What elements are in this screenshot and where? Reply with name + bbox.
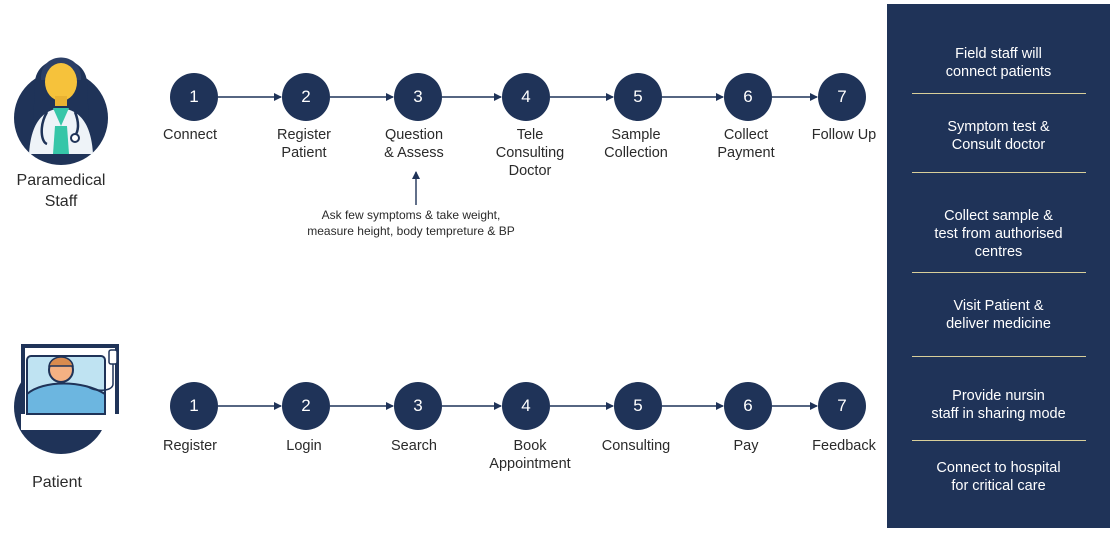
paramedical-step-7-circle: 7: [818, 73, 866, 121]
question-assess-note: Ask few symptoms & take weight, measure …: [307, 208, 515, 238]
patient-step-3-circle: 3: [394, 382, 442, 430]
paramedical-step-4-circle: 4: [502, 73, 550, 121]
paramedical-step-6-label: Collect Payment: [717, 127, 775, 161]
patient-step-5-circle: 5: [614, 382, 662, 430]
panel-divider: [912, 172, 1086, 173]
paramedical-step-7-label: Follow Up: [811, 127, 877, 143]
paramedical-step-4-label: Tele Consulting Doctor: [495, 127, 565, 179]
patient-step-1-circle: 1: [170, 382, 218, 430]
patient-step-4-label: Book Appointment: [489, 438, 571, 472]
paramedical-step-3-circle: 3: [394, 73, 442, 121]
patient-step-2-label: Login: [286, 438, 322, 454]
panel-divider: [912, 272, 1086, 273]
panel-item-2: Symptom test & Consult doctor: [947, 119, 1050, 153]
patient-step-2-circle: 2: [282, 382, 330, 430]
patient-step-3-label: Search: [391, 438, 437, 454]
paramedical-step-1-circle: 1: [170, 73, 218, 121]
patient-step-4-circle: 4: [502, 382, 550, 430]
panel-divider: [912, 440, 1086, 441]
patient-step-6-circle: 6: [724, 382, 772, 430]
patient-step-6-label: Pay: [733, 438, 759, 454]
patient-in-bed-icon: [13, 340, 123, 460]
paramedical-step-1-label: Connect: [162, 127, 217, 143]
panel-divider: [912, 93, 1086, 94]
paramedical-step-2-label: Register Patient: [277, 127, 331, 161]
paramedical-step-5-circle: 5: [614, 73, 662, 121]
patient-step-5-label: Consulting: [601, 438, 671, 454]
panel-item-6: Connect to hospital for critical care: [936, 460, 1061, 494]
patient-step-1-label: Register: [163, 438, 217, 454]
patient-step-7-label: Feedback: [812, 438, 876, 454]
doctor-avatar-icon: [13, 30, 109, 166]
patient-role-label: Patient: [32, 474, 82, 491]
panel-item-3: Collect sample & test from authorised ce…: [934, 208, 1063, 260]
paramedical-step-6-circle: 6: [724, 73, 772, 121]
paramedical-step-3-label: Question & Assess: [384, 127, 444, 161]
paramedical-step-5-label: Sample Collection: [604, 127, 668, 161]
paramedical-step-2-circle: 2: [282, 73, 330, 121]
panel-item-5: Provide nursin staff in sharing mode: [931, 388, 1066, 422]
patient-step-7-circle: 7: [818, 382, 866, 430]
paramedical-role-label: Paramedical Staff: [16, 172, 106, 210]
panel-divider: [912, 356, 1086, 357]
panel-item-1: Field staff will connect patients: [945, 46, 1052, 80]
panel-item-4: Visit Patient & deliver medicine: [946, 298, 1051, 332]
